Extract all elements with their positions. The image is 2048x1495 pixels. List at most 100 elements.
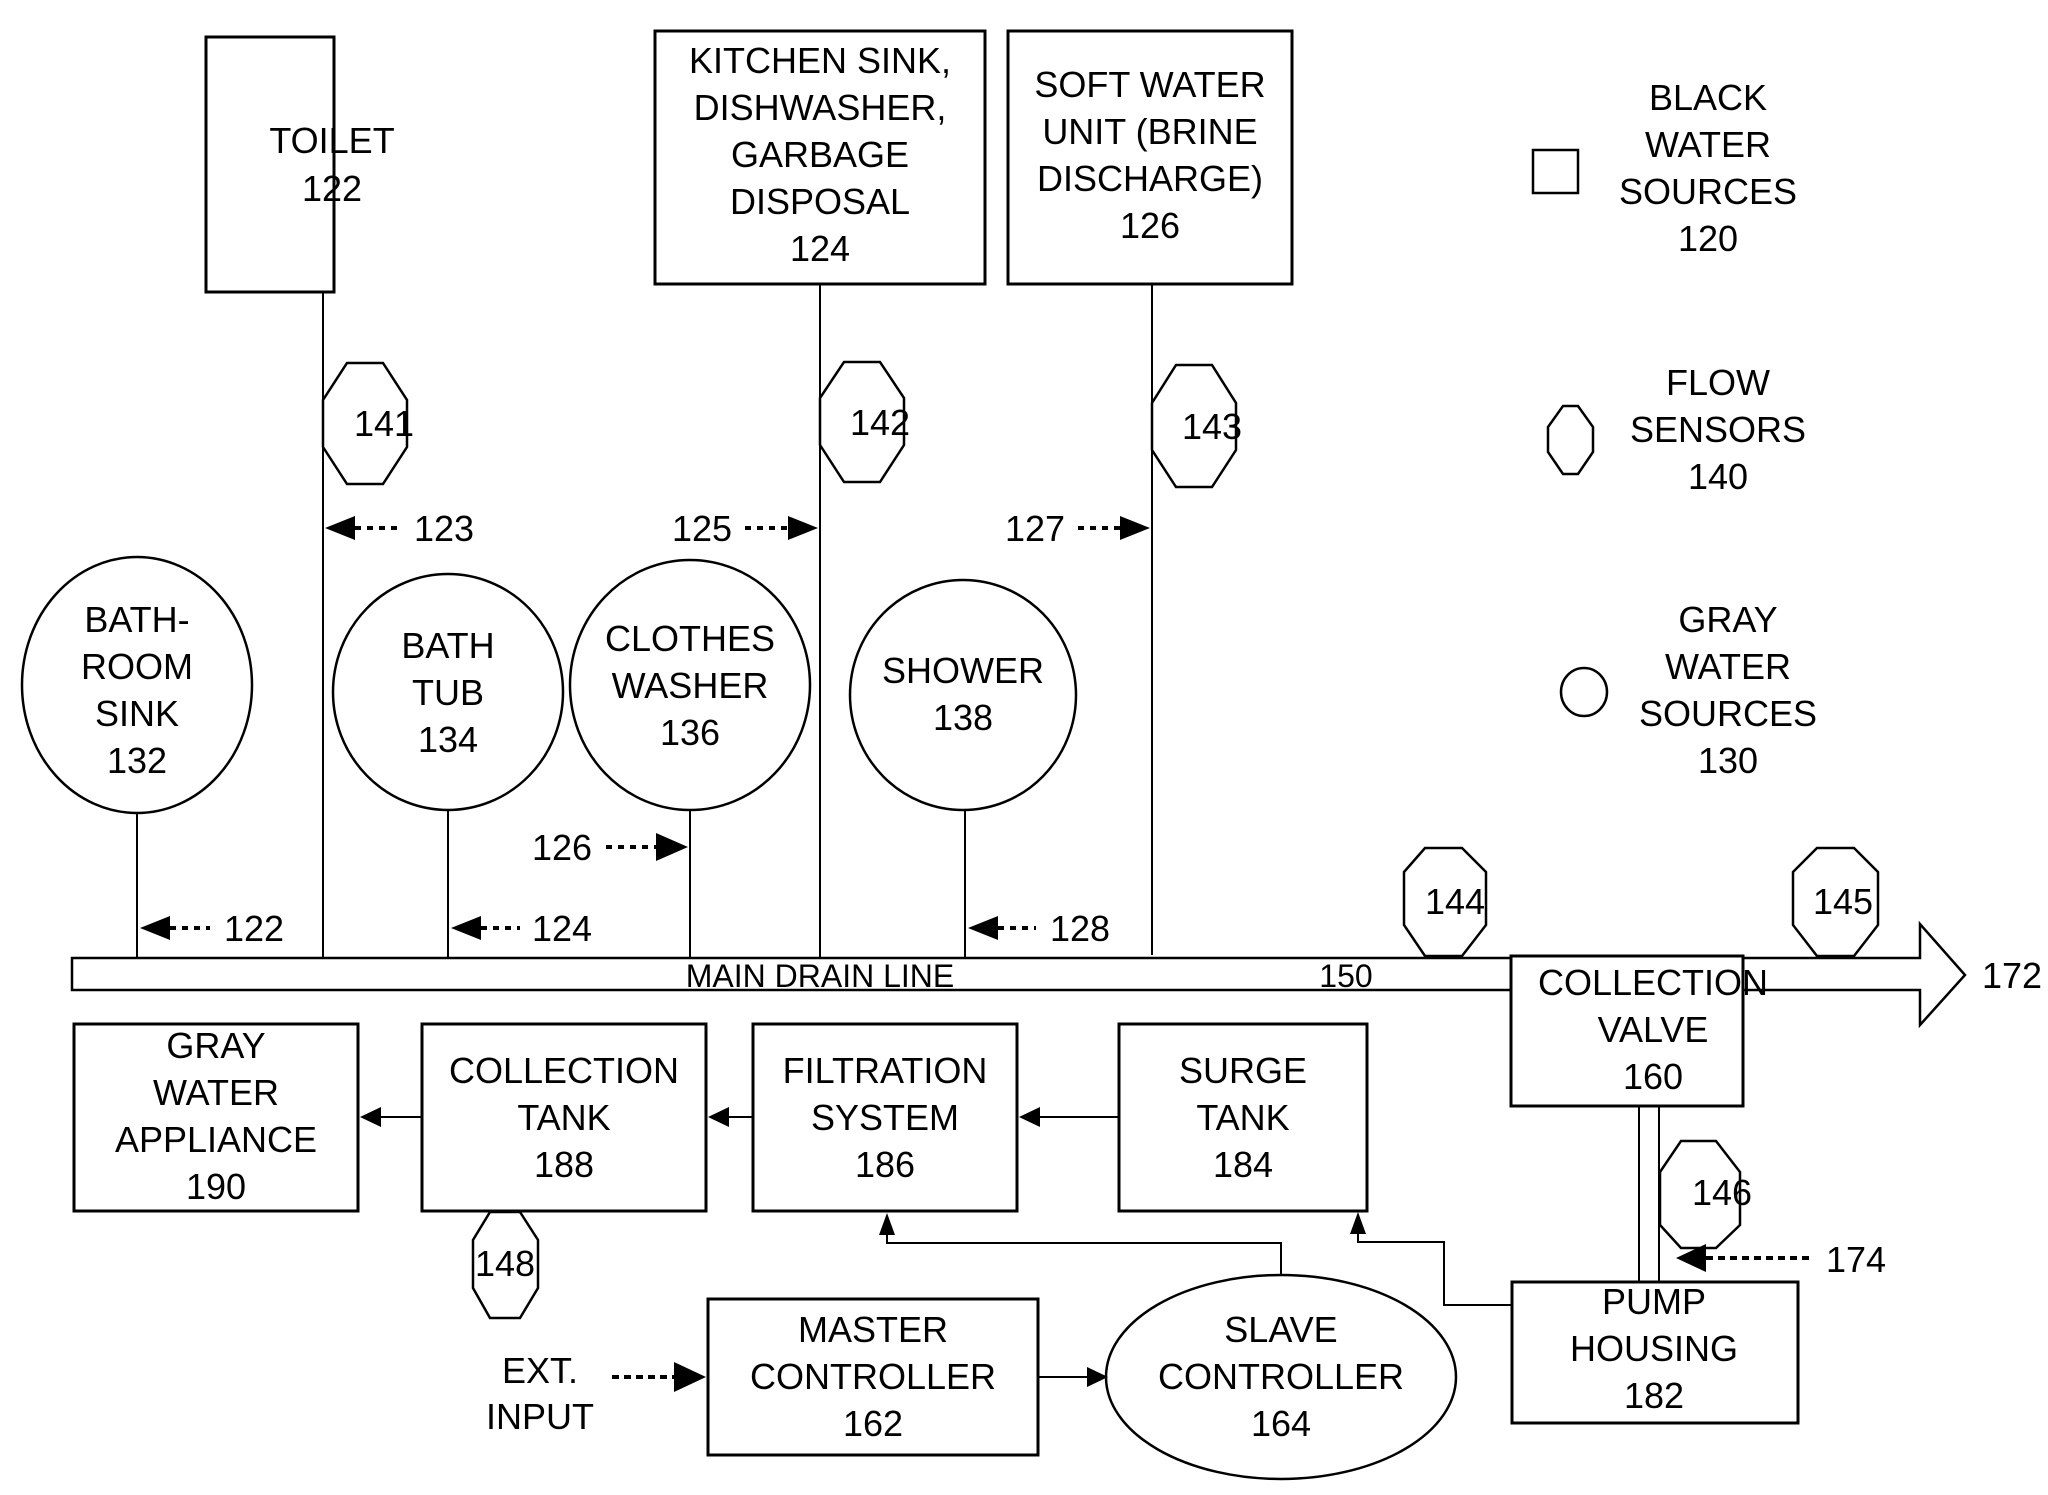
toilet-ref: 122 [302, 168, 362, 209]
ext-input-label-1: EXT. [502, 1350, 578, 1391]
pointer-125: 125 [672, 508, 818, 549]
legend-black-ref: 120 [1678, 218, 1738, 259]
legend-gray-line-2: WATER [1665, 646, 1791, 687]
flow-sensor-148-label: 148 [475, 1243, 535, 1284]
appliance-ref: 190 [186, 1166, 246, 1207]
collection-valve-ref: 160 [1623, 1056, 1683, 1097]
pointer-125-label: 125 [672, 508, 732, 549]
softwater-label-1: SOFT WATER [1034, 64, 1265, 105]
pointer-174-label: 174 [1826, 1239, 1886, 1280]
master-controller-ref: 162 [843, 1403, 903, 1444]
master-controller-box: MASTER CONTROLLER 162 [706, 1297, 1040, 1457]
bathroom-sink-ref: 132 [107, 740, 167, 781]
flow-sensor-141-label: 141 [354, 403, 414, 444]
pump-housing-label-1: PUMP [1602, 1281, 1706, 1322]
flow-sensor-141: 141 [321, 361, 414, 486]
pump-housing-ref: 182 [1624, 1375, 1684, 1416]
kitchen-label-2: DISHWASHER, [694, 87, 947, 128]
clothes-washer-label-2: WASHER [612, 665, 769, 706]
arrow-slave-to-filtration [879, 1213, 1282, 1276]
collection-tank-box: COLLECTION TANK 188 [420, 1022, 708, 1213]
clothes-washer-label-1: CLOTHES [605, 618, 775, 659]
collection-valve-box: COLLECTION VALVE 160 [1509, 954, 1768, 1108]
flow-sensor-143-label: 143 [1182, 406, 1242, 447]
flow-sensor-142: 142 [818, 360, 910, 484]
flow-sensor-146-label: 146 [1692, 1172, 1752, 1213]
slave-controller-label-2: CONTROLLER [1158, 1356, 1404, 1397]
shower-ref: 138 [933, 697, 993, 738]
surge-tank-label-1: SURGE [1179, 1050, 1307, 1091]
pointer-122: 122 [140, 908, 284, 949]
flow-sensor-148: 148 [471, 1210, 540, 1320]
master-controller-label-2: CONTROLLER [750, 1356, 996, 1397]
flow-sensor-142-label: 142 [850, 402, 910, 443]
collection-tank-label-2: TANK [517, 1097, 610, 1138]
clothes-washer-ref: 136 [660, 712, 720, 753]
pointer-122-label: 122 [224, 908, 284, 949]
toilet-box: TOILET 122 [204, 35, 395, 294]
softwater-box: SOFT WATER UNIT (BRINE DISCHARGE) 126 [1006, 29, 1294, 286]
legend-flow-ref: 140 [1688, 456, 1748, 497]
appliance-label-1: GRAY [166, 1025, 265, 1066]
pointer-174: 174 [1676, 1239, 1886, 1280]
pointer-124-label: 124 [532, 908, 592, 949]
softwater-label-2: UNIT (BRINE [1042, 111, 1257, 152]
legend-black-line-1: BLACK [1649, 77, 1767, 118]
flow-sensor-145: 145 [1791, 846, 1880, 958]
filtration-label-1: FILTRATION [783, 1050, 988, 1091]
pointer-123: 123 [325, 508, 474, 549]
arrow-collection-tank-to-appliance [360, 1107, 422, 1127]
pointer-124: 124 [451, 908, 592, 949]
kitchen-ref: 124 [790, 228, 850, 269]
slave-controller-circle: SLAVE CONTROLLER 164 [1104, 1273, 1458, 1481]
pump-housing-label-2: HOUSING [1570, 1328, 1738, 1369]
arrow-surge-to-filtration [1019, 1107, 1119, 1127]
master-controller-label-1: MASTER [798, 1309, 948, 1350]
toilet-label: TOILET [269, 120, 394, 161]
pointer-127-label: 127 [1005, 508, 1065, 549]
appliance-label-3: APPLIANCE [115, 1119, 317, 1160]
pump-housing-box: PUMP HOUSING 182 [1510, 1280, 1800, 1425]
bathroom-sink-label-2: ROOM [81, 646, 193, 687]
arrow-filtration-to-collection-tank [708, 1107, 753, 1127]
kitchen-label-3: GARBAGE [731, 134, 909, 175]
pointer-126: 126 [532, 827, 688, 868]
kitchen-label-1: KITCHEN SINK, [689, 40, 951, 81]
pointer-128: 128 [968, 908, 1110, 949]
flow-sensor-144: 144 [1402, 846, 1488, 958]
collection-tank-label-1: COLLECTION [449, 1050, 679, 1091]
bath-tub-label-2: TUB [412, 672, 484, 713]
main-drain-line: MAIN DRAIN LINE 150 172 [70, 920, 2042, 1029]
flow-sensor-144-label: 144 [1425, 881, 1485, 922]
outlet-ref-172: 172 [1982, 955, 2042, 996]
kitchen-label-4: DISPOSAL [730, 181, 910, 222]
clothes-washer-circle: CLOTHES WASHER 136 [568, 558, 812, 812]
pointer-126-label: 126 [532, 827, 592, 868]
bathroom-sink-label-3: SINK [95, 693, 179, 734]
slave-controller-ref: 164 [1251, 1403, 1311, 1444]
arrow-pump-to-surge-tank [1350, 1212, 1512, 1306]
main-drain-label: MAIN DRAIN LINE [686, 958, 954, 994]
bathroom-sink-circle: BATH- ROOM SINK 132 [20, 555, 254, 815]
ext-input: EXT. INPUT [486, 1350, 706, 1437]
slave-controller-label-1: SLAVE [1224, 1309, 1337, 1350]
bath-tub-ref: 134 [418, 719, 478, 760]
legend-flow-sensors: FLOW SENSORS 140 [1546, 362, 1806, 497]
softwater-ref: 126 [1120, 205, 1180, 246]
legend-gray-line-3: SOURCES [1639, 693, 1817, 734]
collection-valve-label-1: COLLECTION [1538, 962, 1768, 1003]
ext-input-label-2: INPUT [486, 1396, 594, 1437]
circle-legend-icon [1559, 666, 1609, 718]
shower-circle: SHOWER 138 [848, 578, 1078, 812]
bath-tub-label-1: BATH [401, 625, 494, 666]
legend-gray-line-1: GRAY [1678, 599, 1777, 640]
legend-black-line-3: SOURCES [1619, 171, 1797, 212]
legend-gray-ref: 130 [1698, 740, 1758, 781]
gray-water-appliance-box: GRAY WATER APPLIANCE 190 [72, 1022, 360, 1213]
legend-gray-water: GRAY WATER SOURCES 130 [1559, 599, 1817, 781]
appliance-label-2: WATER [153, 1072, 279, 1113]
surge-tank-ref: 184 [1213, 1144, 1273, 1185]
collection-tank-ref: 188 [534, 1144, 594, 1185]
filtration-label-2: SYSTEM [811, 1097, 959, 1138]
pointer-127: 127 [1005, 508, 1150, 549]
